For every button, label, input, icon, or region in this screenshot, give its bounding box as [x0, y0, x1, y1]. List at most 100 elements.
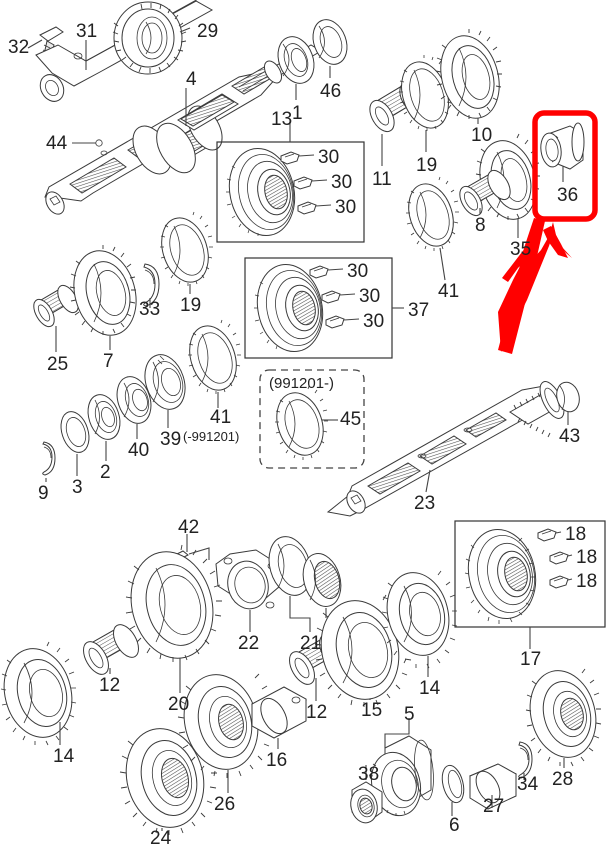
part-group-24-gear	[119, 722, 217, 835]
callout-19-bottom: 19	[180, 295, 202, 316]
synchro-key-30-f	[325, 315, 345, 329]
part-group-10-gear	[435, 29, 502, 119]
part-group-4-input-shaft	[44, 44, 322, 215]
callout-38: 38	[358, 764, 380, 785]
key-label-18-a: 18	[565, 524, 587, 545]
key-label-30-e: 30	[359, 286, 381, 307]
key-label-30-b: 30	[331, 172, 353, 193]
leader-42b	[188, 547, 210, 560]
key-label-30-a: 30	[318, 147, 340, 168]
callout-14-mid: 14	[419, 678, 441, 699]
callout-41-bottom: 41	[210, 407, 232, 428]
callout-44: 44	[46, 133, 68, 154]
part-group-2-bearing	[87, 394, 121, 440]
callout-5: 5	[404, 704, 415, 725]
synchro-ring-45	[275, 385, 328, 460]
marker-44	[95, 139, 103, 147]
synchro-hub-13	[226, 147, 296, 237]
part-group-25-needle-bearing	[33, 284, 79, 328]
synchro-hub-37	[254, 263, 324, 353]
part-group-15-gear	[314, 594, 412, 707]
callout-12-a: 12	[99, 675, 121, 696]
synchro-key-18-a	[537, 528, 557, 542]
part-group-19-synchro-ring-bottom	[160, 211, 213, 286]
part-group-21-bearings	[268, 536, 342, 607]
key-label-30-f: 30	[363, 311, 385, 332]
callout-33: 33	[139, 299, 161, 320]
callout-10: 10	[471, 125, 493, 146]
callout-20: 20	[168, 694, 190, 715]
synchro-key-30-b	[293, 176, 313, 190]
shaft-gear-cluster	[156, 93, 239, 174]
callout-25: 25	[47, 354, 69, 375]
key-label-30-c: 30	[335, 197, 357, 218]
synchro-key-30-e	[321, 290, 341, 304]
callout-1: 1	[292, 103, 303, 124]
part-group-20-gear	[125, 544, 222, 662]
part-group-29-gear	[112, 1, 187, 75]
part-group-38-nut	[350, 781, 383, 824]
part-group-41-synchro-ring-bottom	[188, 319, 241, 394]
synchro-key-30-d	[309, 265, 329, 279]
part-group-9-snap-ring	[42, 441, 56, 476]
key-label-30-d: 30	[347, 261, 369, 282]
callout-15: 15	[361, 700, 383, 721]
part-group-43-plug	[556, 381, 580, 413]
inset-box-17	[454, 520, 606, 649]
dashed-box-heading: (991201-)	[269, 375, 335, 392]
part-group-40-sleeve	[116, 376, 152, 424]
callout-11: 11	[372, 169, 392, 190]
synchro-key-18-b	[549, 551, 569, 565]
revision-note-41: (-991201)	[183, 429, 240, 444]
callout-36: 36	[557, 185, 579, 206]
callout-24: 24	[150, 828, 172, 849]
callout-13: 13	[271, 109, 293, 130]
callout-17: 17	[520, 649, 542, 670]
part-group-7-gear	[69, 245, 137, 336]
callout-41-top: 41	[438, 281, 460, 302]
callout-46: 46	[320, 81, 342, 102]
part-group-41-synchro-ring-top	[406, 176, 459, 251]
part-group-8-needle-bearing	[459, 169, 511, 217]
callout-7: 7	[103, 351, 114, 372]
leader-29	[179, 27, 191, 33]
callout-27: 27	[483, 796, 505, 817]
key-label-18-b: 18	[576, 547, 598, 568]
callout-29: 29	[197, 21, 219, 42]
part-group-6-oring	[441, 764, 465, 804]
part-group-34-snap-ring	[518, 741, 533, 779]
synchro-key-30-c	[297, 201, 317, 215]
dashed-box-45	[259, 369, 365, 469]
part-group-27-bushing	[468, 763, 518, 810]
leader-32	[27, 39, 43, 49]
callout-21: 21	[300, 633, 322, 654]
callout-35: 35	[510, 239, 532, 260]
key-label-18-c: 18	[576, 571, 598, 592]
callout-43: 43	[559, 426, 581, 447]
inset-box-37	[244, 257, 404, 359]
part-group-16-bushing	[250, 686, 308, 739]
part-group-36-collar	[540, 122, 585, 170]
synchro-key-18-c	[549, 575, 569, 589]
callout-16: 16	[266, 750, 288, 771]
callout-4: 4	[186, 69, 197, 90]
callout-34: 34	[517, 774, 539, 795]
highlight-arrow-barb-right	[543, 226, 568, 258]
callout-8: 8	[475, 215, 486, 236]
part-group-1-bearing	[277, 36, 315, 84]
part-group-12-needle-bearing-a	[83, 624, 139, 675]
callout-9: 9	[38, 483, 49, 504]
callout-26: 26	[214, 794, 236, 815]
callout-45: 45	[340, 409, 362, 430]
callout-19-top: 19	[416, 155, 438, 176]
leader-23	[425, 469, 431, 493]
inset-box-13	[216, 120, 365, 243]
callout-31: 31	[76, 21, 98, 42]
callout-3: 3	[72, 477, 83, 498]
leader-21a	[289, 596, 311, 632]
part-group-23-output-shaft	[326, 381, 565, 517]
callout-42: 42	[178, 517, 200, 538]
